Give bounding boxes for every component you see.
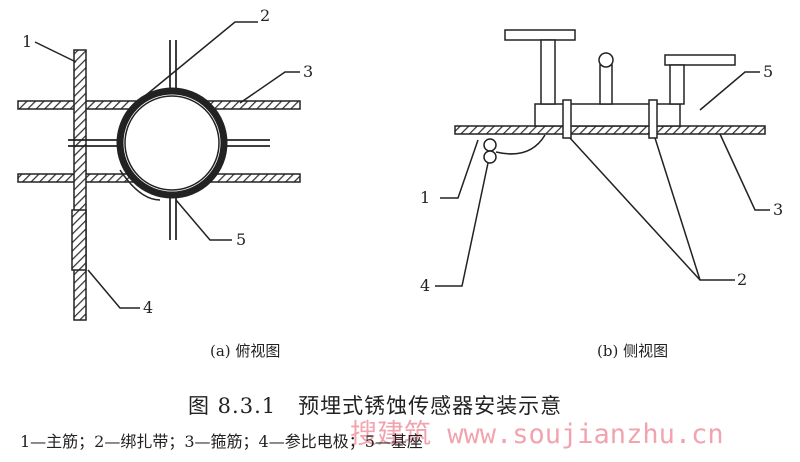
band-right	[648, 99, 658, 139]
label-side-1: 1	[420, 188, 431, 207]
label-top-3: 3	[303, 62, 314, 81]
label-top-1: 1	[22, 32, 33, 51]
reference-electrode	[71, 209, 87, 271]
side-base	[534, 103, 681, 127]
band-left	[562, 99, 572, 139]
label-top-4: 4	[143, 298, 154, 317]
label-top-5: 5	[236, 230, 247, 249]
figure-title: 图 8.3.1 预埋式锈蚀传感器安装示意	[188, 394, 563, 418]
side-view	[435, 29, 770, 287]
caption-side-view: (b) 侧视图	[597, 342, 669, 360]
main-rebar	[73, 49, 87, 321]
label-side-4: 4	[420, 276, 431, 295]
figure-legend: 1—主筋；2—绑扎带；3—箍筋；4—参比电极；5—基座	[20, 432, 423, 451]
top-view	[17, 21, 301, 321]
side-stirrup	[454, 125, 766, 135]
label-side-3: 3	[773, 200, 784, 219]
label-top-2: 2	[260, 6, 271, 25]
caption-top-view: (a) 俯视图	[210, 342, 281, 360]
watermark: 搜建筑 www.soujianzhu.cn	[350, 419, 724, 450]
label-side-5: 5	[763, 62, 774, 81]
label-side-2: 2	[737, 270, 748, 289]
